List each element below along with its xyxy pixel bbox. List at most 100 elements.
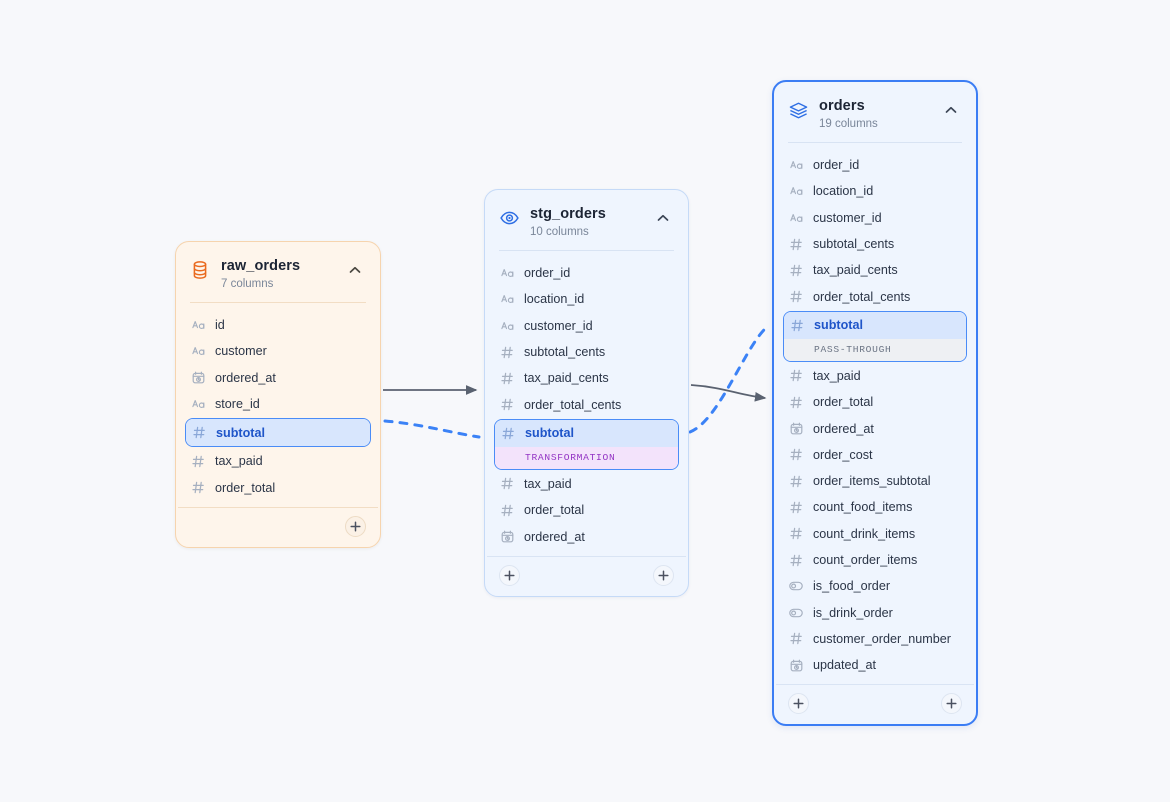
add-column-button[interactable]	[345, 515, 366, 537]
column-row-subtotal[interactable]: subtotal	[186, 419, 370, 447]
column-row-order_cost[interactable]: order_cost	[783, 442, 967, 468]
text-type-icon	[500, 266, 514, 280]
column-row-order_total[interactable]: order_total	[494, 497, 679, 523]
column-row-tax_paid[interactable]: tax_paid	[494, 471, 679, 497]
number-type-icon	[500, 371, 514, 385]
column-row-tax_paid_cents[interactable]: tax_paid_cents	[783, 257, 967, 283]
column-row-updated_at[interactable]: updated_at	[783, 652, 967, 678]
column-name: subtotal	[814, 318, 863, 333]
column-name: ordered_at	[524, 529, 585, 544]
column-name: is_food_order	[813, 579, 891, 594]
column-name: subtotal	[525, 426, 574, 441]
column-name: tax_paid	[524, 476, 572, 491]
column-name: location_id	[524, 292, 585, 307]
column-row-customer[interactable]: customer	[185, 338, 371, 364]
chevron-up-icon[interactable]	[940, 99, 962, 121]
column-row-location_id[interactable]: location_id	[783, 178, 967, 204]
node-title: raw_orders	[221, 258, 301, 274]
column-row-ordered_at[interactable]: ordered_at	[494, 523, 679, 549]
column-row-location_id[interactable]: location_id	[494, 286, 679, 312]
column-row-subtotal_cents[interactable]: subtotal_cents	[783, 231, 967, 257]
column-row-order_total[interactable]: order_total	[185, 474, 371, 500]
column-name: customer_order_number	[813, 631, 951, 646]
node-raw-orders[interactable]: raw_orders 7 columns id customer ordered_a…	[175, 241, 381, 548]
column-name: customer_id	[813, 210, 882, 225]
node-footer	[487, 555, 686, 596]
number-type-icon	[789, 237, 803, 251]
column-row-is_food_order[interactable]: is_food_order	[783, 573, 967, 599]
column-name: customer	[215, 344, 267, 359]
model-edge-stg-to-orders	[690, 384, 767, 402]
column-row-ordered_at[interactable]: ordered_at	[185, 365, 371, 391]
column-row-id[interactable]: id	[185, 312, 371, 338]
chevron-up-icon[interactable]	[344, 259, 366, 281]
node-footer	[776, 684, 974, 724]
column-row-customer_id[interactable]: customer_id	[494, 313, 679, 339]
column-row-count_order_items[interactable]: count_order_items	[783, 547, 967, 573]
column-name: subtotal_cents	[813, 237, 895, 252]
column-name: tax_paid_cents	[524, 371, 609, 386]
node-header[interactable]: raw_orders 7 columns	[176, 242, 380, 302]
column-row-order_id[interactable]: order_id	[494, 260, 679, 286]
number-type-icon	[191, 454, 205, 468]
column-name: order_total	[813, 395, 874, 410]
column-row-tax_paid[interactable]: tax_paid	[783, 363, 967, 389]
number-type-icon	[500, 503, 514, 517]
column-row-customer_id[interactable]: customer_id	[783, 205, 967, 231]
number-type-icon	[789, 553, 803, 567]
column-row-ordered_at[interactable]: ordered_at	[783, 415, 967, 441]
column-row-is_drink_order[interactable]: is_drink_order	[783, 599, 967, 625]
column-name: count_order_items	[813, 553, 918, 567]
date-type-icon	[789, 658, 803, 672]
node-titles: orders 19 columns	[819, 98, 929, 132]
column-row-order_id[interactable]: order_id	[783, 152, 967, 178]
node-divider	[499, 250, 674, 251]
text-type-icon	[500, 292, 514, 306]
column-row-subtotal_cents[interactable]: subtotal_cents	[494, 339, 679, 365]
column-name: order_total	[215, 480, 276, 495]
column-name: order_id	[813, 158, 860, 173]
column-row-subtotal[interactable]: subtotal	[495, 419, 678, 447]
text-type-icon	[789, 211, 803, 225]
add-upstream-button[interactable]	[499, 564, 520, 586]
node-subtitle: 7 columns	[221, 278, 274, 290]
number-type-icon	[789, 500, 803, 514]
column-row-count_drink_items[interactable]: count_drink_items	[783, 521, 967, 547]
column-name: tax_paid	[813, 368, 861, 383]
column-row-order_total_cents[interactable]: order_total_cents	[783, 283, 967, 309]
number-type-icon	[501, 426, 515, 440]
boolean-type-icon	[789, 606, 803, 620]
node-header[interactable]: stg_orders 10 columns	[485, 190, 688, 250]
column-edge-stg-subtotal-to-orders-subtotal	[688, 324, 770, 434]
column-row-order_items_subtotal[interactable]: order_items_subtotal	[783, 468, 967, 494]
column-row-tax_paid[interactable]: tax_paid	[185, 448, 371, 474]
node-stg-orders[interactable]: stg_orders 10 columns order_id location_i…	[484, 189, 689, 597]
column-list-orders: order_id location_id customer_id subtotal_c…	[774, 143, 976, 684]
node-titles: stg_orders 10 columns	[530, 206, 641, 240]
column-name: location_id	[813, 184, 874, 199]
add-downstream-button[interactable]	[653, 564, 674, 586]
column-row-order_total_cents[interactable]: order_total_cents	[494, 391, 679, 417]
chevron-up-icon[interactable]	[652, 207, 674, 229]
column-name: store_id	[215, 397, 260, 412]
column-row-customer_order_number[interactable]: customer_order_number	[783, 626, 967, 652]
add-upstream-button[interactable]	[788, 693, 809, 715]
add-downstream-button[interactable]	[941, 693, 962, 715]
column-row-tax_paid_cents[interactable]: tax_paid_cents	[494, 365, 679, 391]
text-type-icon	[191, 397, 205, 411]
column-row-store_id[interactable]: store_id	[185, 391, 371, 417]
column-row-count_food_items[interactable]: count_food_items	[783, 494, 967, 520]
highlighted-column-subtotal[interactable]: subtotal	[185, 418, 371, 448]
column-row-subtotal[interactable]: subtotal	[784, 311, 966, 339]
view-eye-icon	[499, 208, 519, 228]
node-header[interactable]: orders 19 columns	[774, 82, 976, 142]
text-type-icon	[191, 318, 205, 332]
column-name: order_id	[524, 266, 571, 281]
boolean-type-icon	[789, 579, 803, 593]
column-row-order_total[interactable]: order_total	[783, 389, 967, 415]
